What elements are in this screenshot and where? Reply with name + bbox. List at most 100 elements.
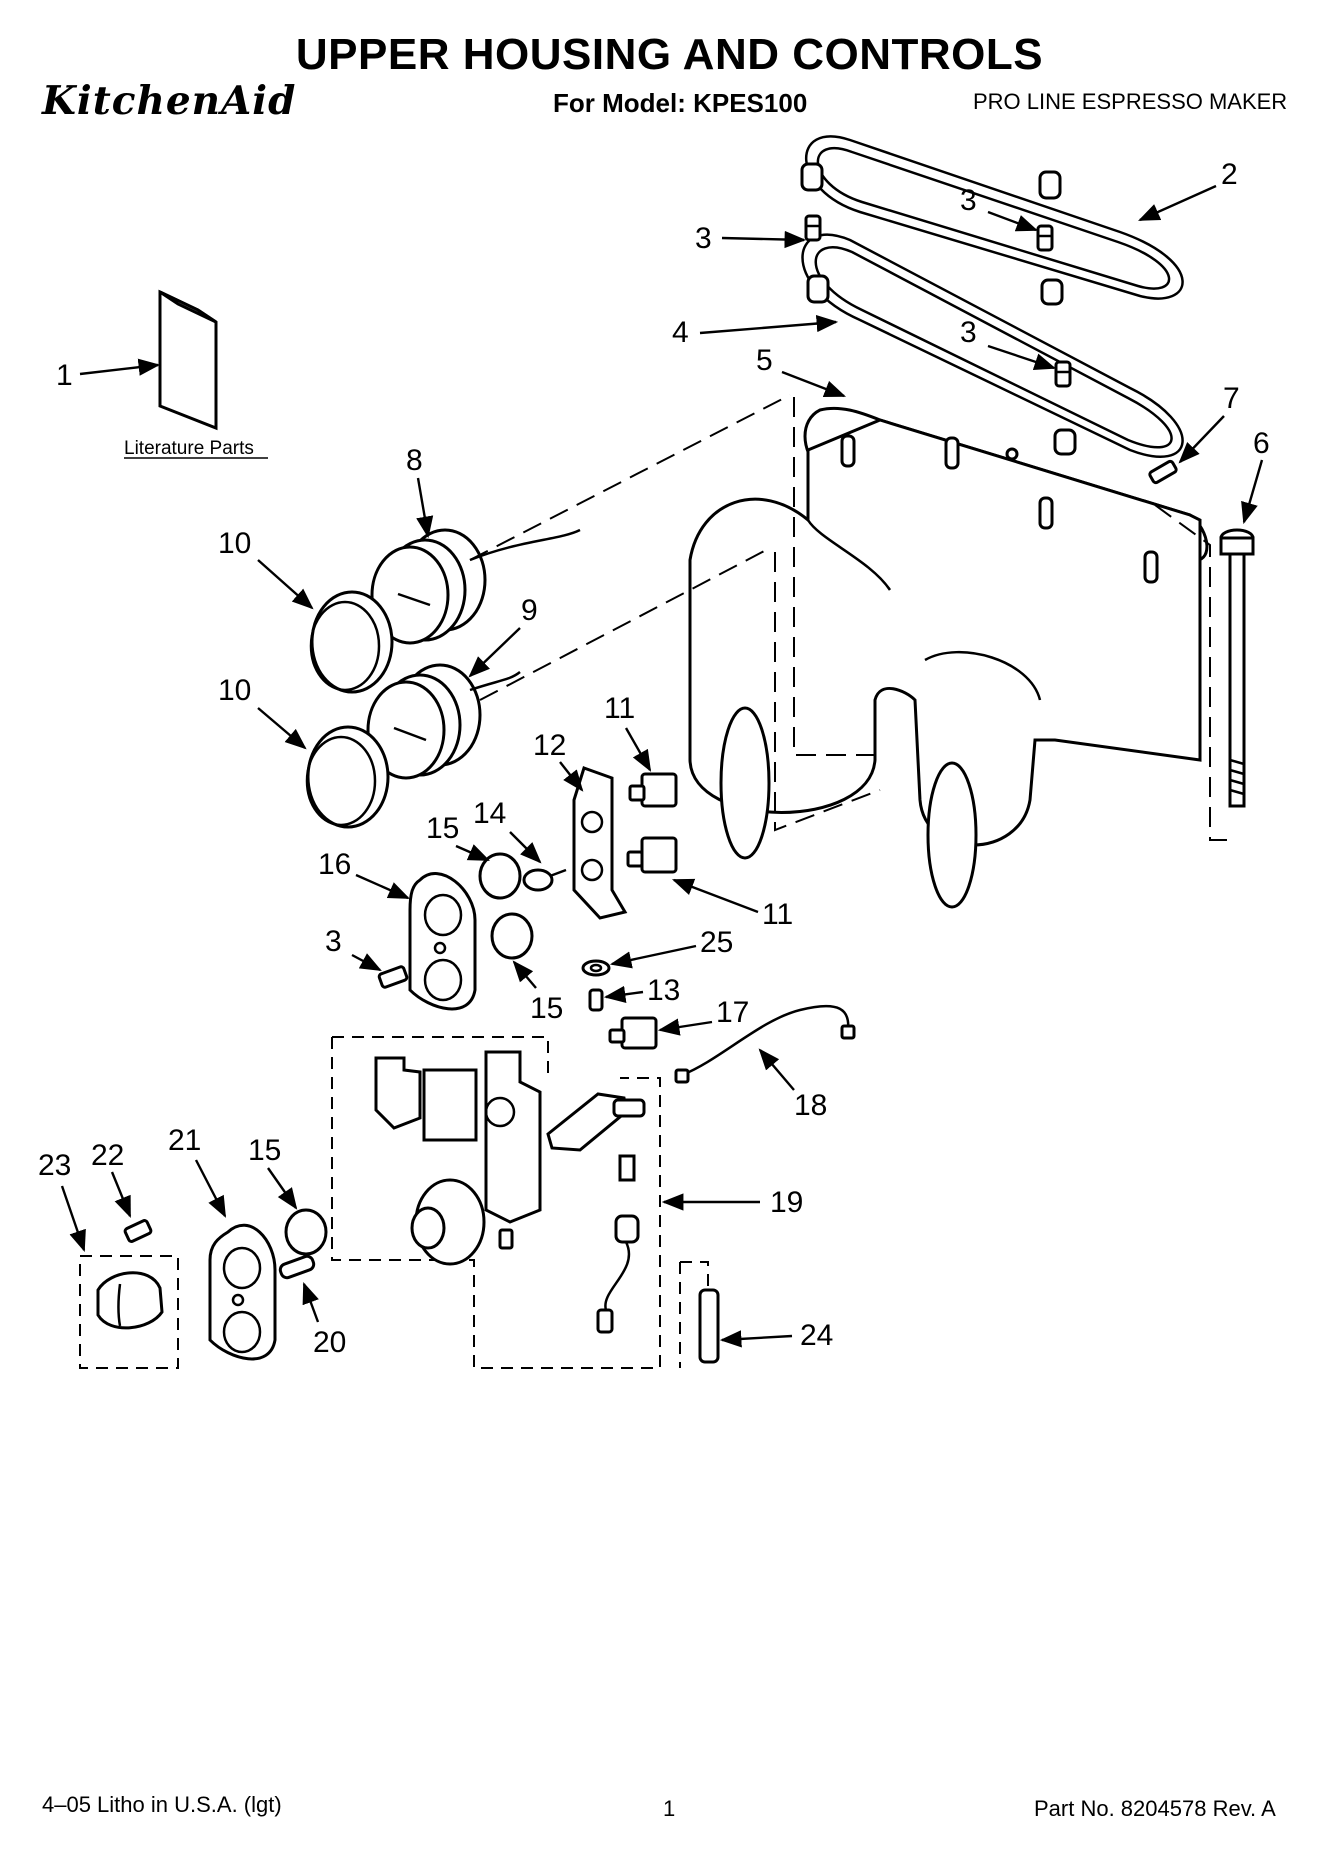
leader-3-b [987, 210, 1039, 232]
callout-2: 2 [1221, 158, 1238, 191]
tube-24 [679, 1261, 720, 1368]
leader-13 [603, 985, 644, 1003]
callout-9: 9 [521, 594, 538, 627]
callout-23: 23 [38, 1149, 71, 1182]
control-knob-23 [96, 1271, 164, 1330]
callout-21: 21 [168, 1124, 201, 1157]
leader-11-a [624, 727, 652, 772]
leader-23 [60, 1185, 86, 1253]
valve-group-border [331, 1037, 661, 1369]
callout-3-c: 3 [960, 316, 977, 349]
leader-3-c [987, 344, 1057, 371]
callout-3-b: 3 [960, 184, 977, 217]
leader-1 [79, 358, 161, 376]
leader-2 [1138, 184, 1217, 222]
screw-22 [123, 1219, 153, 1243]
tube-ring-lower [801, 233, 1184, 458]
page-number: 1 [663, 1796, 676, 1821]
callout-6: 6 [1253, 427, 1270, 460]
callout-17: 17 [716, 996, 749, 1029]
screw-3-b [1036, 224, 1054, 252]
knob-cap-15-upper [478, 852, 522, 900]
knob-cap-15-lower [490, 912, 534, 960]
leader-10-a [257, 559, 314, 610]
litho-note: 4–05 Litho in U.S.A. (lgt) [42, 1792, 282, 1817]
callout-14: 14 [473, 797, 506, 830]
literature-parts-label: Literature Parts [124, 438, 254, 459]
callout-19: 19 [770, 1186, 803, 1219]
control-panel-16 [408, 872, 477, 1011]
callout-11-a: 11 [604, 692, 635, 725]
screw-3-d [377, 965, 409, 989]
callout-5: 5 [756, 344, 773, 377]
callout-16: 16 [318, 848, 351, 881]
leader-10-b [257, 707, 307, 750]
switch-11-upper [628, 772, 678, 808]
callout-20: 20 [313, 1326, 346, 1359]
screw-3-a [804, 214, 822, 242]
washer-25 [581, 959, 611, 977]
leader-5 [781, 370, 847, 398]
callout-25: 25 [700, 926, 733, 959]
control-panel-21 [208, 1223, 277, 1361]
leader-9 [468, 627, 521, 678]
leader-15-a [455, 844, 490, 862]
leader-11-b [671, 878, 759, 914]
callout-11-b: 11 [762, 898, 793, 931]
leader-3-d [351, 953, 382, 972]
valve-group-border-top [332, 1036, 549, 1075]
pressure-gauge-8 [370, 528, 581, 645]
callout-22: 22 [91, 1139, 124, 1172]
steam-valve-assembly-19 [374, 1050, 646, 1334]
housing-guide-line-right [1154, 504, 1235, 841]
screw-3-c [1054, 360, 1072, 388]
leader-6 [1241, 459, 1264, 525]
long-bolt [1219, 528, 1255, 808]
part-number: Part No. 8204578 Rev. A [1034, 1796, 1276, 1821]
screw-13 [588, 988, 604, 1012]
gauge-bezel-10-lower [305, 725, 390, 829]
switch-17 [608, 1016, 658, 1050]
leader-17 [657, 1018, 713, 1036]
literature-booklet [158, 289, 218, 431]
leader-15-b [512, 960, 537, 989]
page-title: UPPER HOUSING AND CONTROLS [295, 30, 1044, 79]
callout-8: 8 [406, 444, 423, 477]
callout-1: 1 [56, 359, 73, 392]
callout-12: 12 [533, 729, 566, 762]
wire-harness-18 [674, 1004, 856, 1084]
leader-22 [110, 1171, 132, 1218]
product-name: PRO LINE ESPRESSO MAKER [973, 89, 1288, 114]
leader-14 [509, 831, 542, 864]
gauge-guide-line-9 [479, 547, 771, 701]
tube-ring-upper [800, 135, 1184, 306]
leader-25 [609, 944, 697, 969]
callout-24: 24 [800, 1319, 833, 1352]
callout-3-a: 3 [695, 222, 712, 255]
callout-7: 7 [1223, 382, 1240, 415]
leader-20 [302, 1281, 320, 1323]
leader-8 [416, 477, 434, 539]
pressure-gauge-9 [366, 663, 521, 780]
callout-15-b: 15 [530, 992, 563, 1025]
gauge-bezel-10-upper [309, 590, 394, 694]
leader-18 [758, 1048, 795, 1091]
mounting-bracket-12 [572, 766, 628, 920]
shaft-20 [278, 1254, 316, 1280]
leader-4 [699, 314, 839, 335]
callout-13: 13 [647, 974, 680, 1007]
leader-24 [719, 1330, 793, 1348]
callout-15-c: 15 [248, 1134, 281, 1167]
leader-15-c [267, 1167, 298, 1210]
leader-7 [1178, 415, 1225, 464]
brand-logo: KitchenAid [42, 78, 297, 124]
upper-housing [688, 406, 1209, 909]
leader-21 [194, 1159, 227, 1218]
knob-group-border [79, 1255, 179, 1369]
screw-7 [1148, 459, 1178, 485]
leader-3-a [721, 230, 807, 249]
model-label: For Model: KPES100 [553, 88, 808, 118]
knob-cap-15-c [284, 1208, 328, 1256]
indicator-lamp-14 [522, 868, 567, 892]
